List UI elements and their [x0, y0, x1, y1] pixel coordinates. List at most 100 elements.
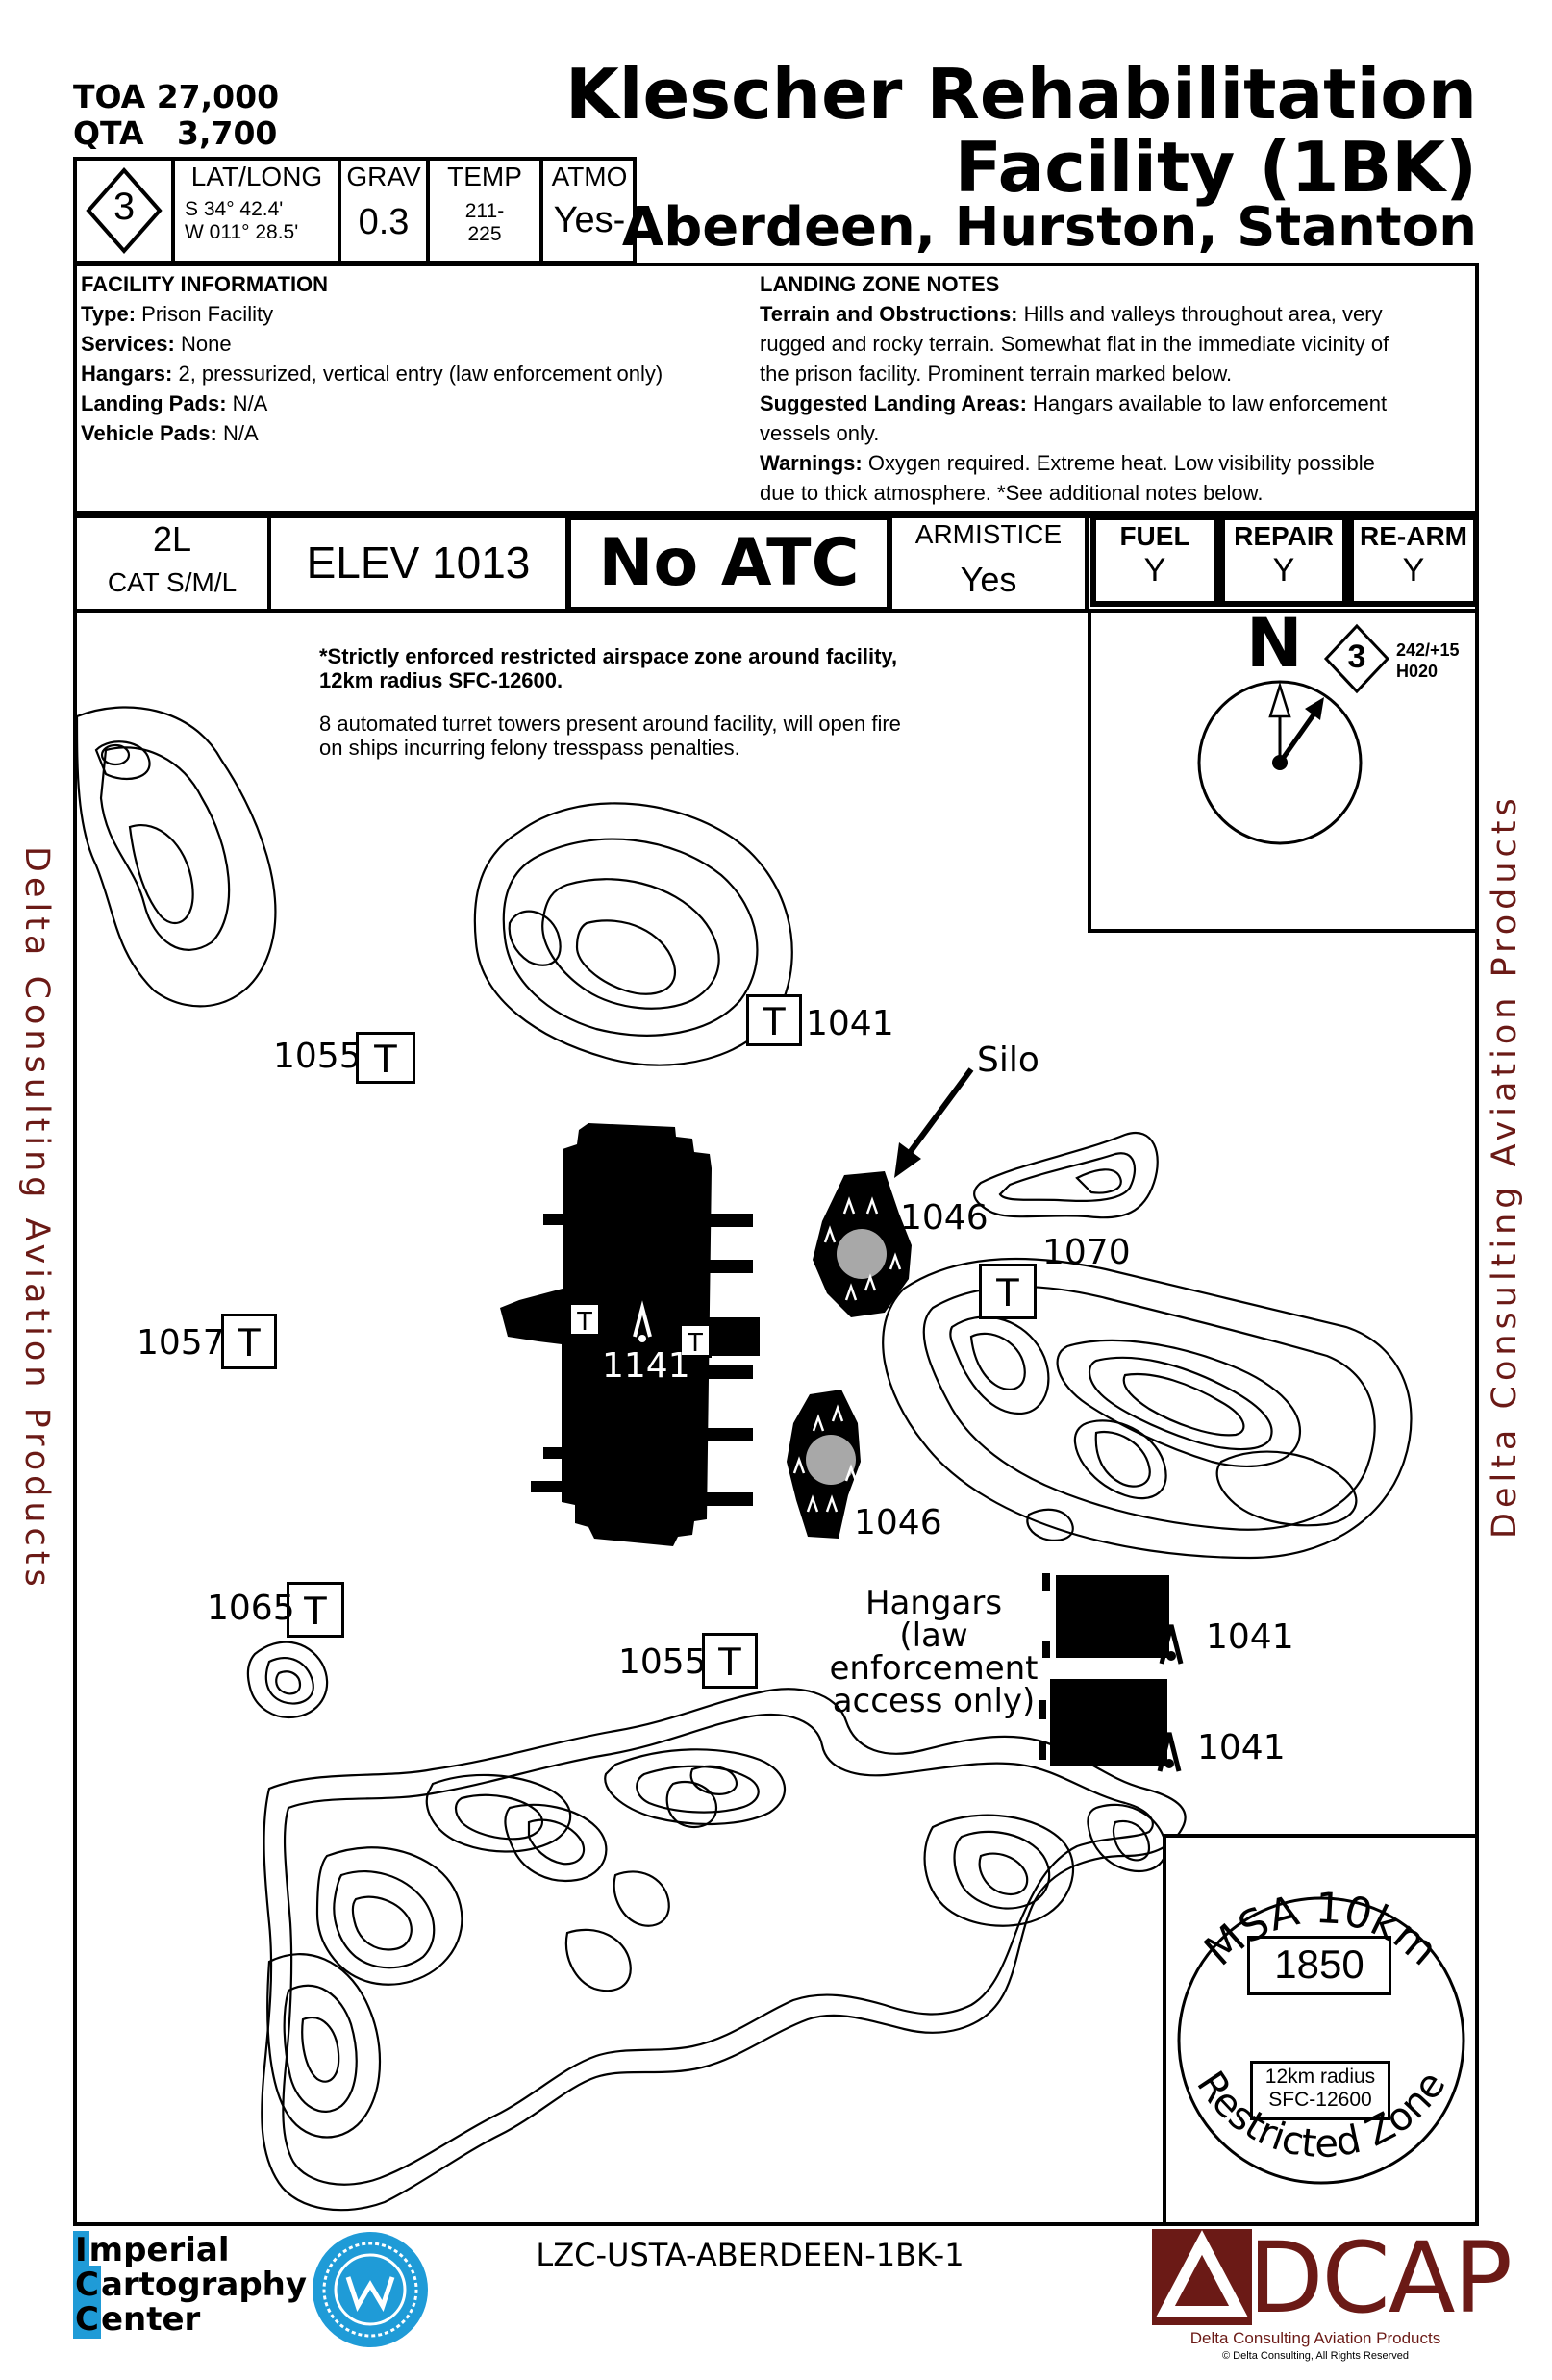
- turret-note: 8 automated turret towers present around…: [319, 712, 901, 760]
- silo-obstacle-icons: [792, 1196, 902, 1513]
- terrain-contours: [75, 706, 1413, 2212]
- icc-word-imperial: mperial: [88, 2231, 230, 2269]
- elevation-1041-top: 1041: [806, 1004, 894, 1043]
- toa-qta: TOA 27,000 QTA 3,700: [73, 79, 279, 152]
- hangars-label-line-3: enforcement: [829, 1649, 1039, 1688]
- landing-pads-label: Landing Pads:: [81, 391, 227, 415]
- elevation-1055-bottom: 1055: [618, 1642, 707, 1682]
- services-value: None: [174, 332, 232, 356]
- obstacle-icon: [1157, 1732, 1182, 1772]
- diamond-icon: [1323, 623, 1390, 694]
- approach-badge-number: 3: [113, 186, 136, 228]
- fuel-box: [1090, 514, 1219, 607]
- dcap-copyright: © Delta Consulting, All Rights Reserved: [1222, 2350, 1409, 2362]
- silo-arrow: [894, 1067, 974, 1178]
- toa-value: 27,000: [156, 78, 280, 115]
- dcap-logo-letters: DCAP: [1248, 2221, 1511, 2336]
- category-top: 2L: [152, 519, 192, 559]
- armistice-label: ARMISTICE: [914, 519, 1063, 549]
- elevation-1057: 1057: [137, 1323, 225, 1363]
- chart-id: LZC-USTA-ABERDEEN-1BK-1: [536, 2237, 964, 2273]
- map-frame: [73, 609, 1479, 2226]
- qta-label: QTA: [73, 114, 144, 152]
- latitude-value: S 34° 42.4': [185, 198, 284, 220]
- terrain-line-3: the prison facility. Prominent terrain m…: [760, 362, 1233, 386]
- category-bottom: CAT S/M/L: [107, 567, 238, 597]
- atmo-value: Yes-: [553, 200, 626, 240]
- type-value: Prison Facility: [136, 302, 274, 326]
- hangar-buildings: [1039, 1573, 1169, 1766]
- hangars-label-line-1: Hangars: [864, 1584, 1003, 1622]
- warnings-line-2: due to thick atmosphere. *See additional…: [760, 481, 1264, 505]
- warnings-label: Warnings:: [760, 451, 863, 475]
- obstacle-icon: [1159, 1624, 1184, 1665]
- fuel-cell: FUEL Y: [1090, 521, 1219, 589]
- hangars-label-line-4: access only): [832, 1682, 1036, 1720]
- turret-note-line-2: on ships incurring felony tresspass pena…: [319, 736, 740, 760]
- elevation-1065: 1065: [207, 1589, 295, 1628]
- repair-box: [1219, 514, 1348, 607]
- tower-marker-1055-bottom: T: [702, 1633, 758, 1689]
- warnings-line-1: Oxygen required. Extreme heat. Low visib…: [862, 451, 1375, 475]
- type-label: Type:: [81, 302, 137, 326]
- diamond-icon: [86, 166, 163, 255]
- elevation-value: ELEV 1013: [306, 538, 531, 588]
- suggested-label: Suggested Landing Areas:: [760, 391, 1027, 415]
- elevation-1141: 1141: [602, 1346, 690, 1386]
- wind-arrow-icon: [1277, 709, 1319, 764]
- icc-seal-icon: [313, 2232, 428, 2347]
- temp-value-1: 211-: [464, 200, 505, 222]
- latlong-label: LAT/LONG: [190, 162, 323, 191]
- silo-top-circle: [837, 1229, 887, 1279]
- facility-information: FACILITY INFORMATION Type: Prison Facili…: [81, 269, 735, 448]
- facility-info-heading: FACILITY INFORMATION: [81, 272, 329, 296]
- elevation-1055-left: 1055: [273, 1037, 362, 1076]
- heading-value: H020: [1396, 662, 1439, 681]
- restricted-note-line-2: 12km radius SFC-12600.: [319, 668, 563, 692]
- latlong-cell: LAT/LONG S 34° 42.4' W 011° 28.5': [177, 162, 337, 244]
- approach-badge: 3: [77, 161, 171, 261]
- wind-value: 242/+15: [1396, 640, 1460, 660]
- grav-cell: GRAV 0.3: [341, 162, 426, 243]
- elevation-1041-hangar-1: 1041: [1206, 1617, 1294, 1657]
- hangars-label: Hangars:: [81, 362, 173, 386]
- icc-initial-i: I: [73, 2231, 89, 2269]
- landing-pads-value: N/A: [226, 391, 268, 415]
- silo-label: Silo: [977, 1040, 1039, 1080]
- tower-marker-1070: T: [979, 1264, 1037, 1319]
- tower-marker-1057: T: [221, 1314, 277, 1369]
- atmo-label: ATMO: [551, 162, 628, 191]
- suggested-line-2: vessels only.: [760, 421, 880, 445]
- icc-word-cartography: artography: [100, 2266, 308, 2304]
- dcap-name: Delta Consulting Aviation Products: [1189, 2329, 1441, 2347]
- terrain-line-1: Hills and valleys throughout area, very: [1017, 302, 1383, 326]
- dcap-logo: DCAP Delta Consulting Aviation Products …: [1152, 2221, 1511, 2373]
- atc-status: No ATC: [598, 525, 860, 601]
- vehicle-pads-label: Vehicle Pads:: [81, 421, 217, 445]
- compass-wind: 242/+15 H020: [1396, 639, 1460, 682]
- grav-label: GRAV: [346, 162, 421, 191]
- icc-logo-text: Imperial Cartography Center: [73, 2231, 308, 2339]
- toa-label: TOA: [73, 78, 146, 115]
- dcap-logo-text: DCAP: [1248, 2221, 1512, 2336]
- temp-value-2: 225: [467, 223, 502, 245]
- hangars-label-line-2: (law: [899, 1616, 968, 1655]
- temp-label: TEMP: [447, 162, 522, 191]
- msa-altitude-box: [1247, 1936, 1391, 1995]
- tower-marker-1041-top: T: [746, 994, 802, 1046]
- category-cell: 2L CAT S/M/L: [77, 519, 267, 598]
- title-line-3: Aberdeen, Hurston, Stanton: [621, 196, 1477, 259]
- rearm-value: Y: [1402, 552, 1425, 589]
- icc-word-center: enter: [100, 2300, 201, 2339]
- turret-note-line-1: 8 automated turret towers present around…: [319, 712, 901, 736]
- icc-initial-c1: C: [73, 2266, 101, 2304]
- msa-altitude: 1850: [1274, 1942, 1364, 1987]
- rearm-cell: RE-ARM Y: [1348, 521, 1479, 589]
- temp-cell: TEMP 211- 225: [430, 162, 539, 246]
- repair-value: Y: [1272, 552, 1295, 589]
- suggested-line-1: Hangars available to law enforcement: [1026, 391, 1388, 415]
- tower-marker-1055-left: T: [356, 1032, 415, 1084]
- obstacle-icon: [633, 1300, 652, 1342]
- msa-radius: 12km radius SFC-12600: [1250, 2066, 1390, 2112]
- services-label: Services:: [81, 332, 175, 356]
